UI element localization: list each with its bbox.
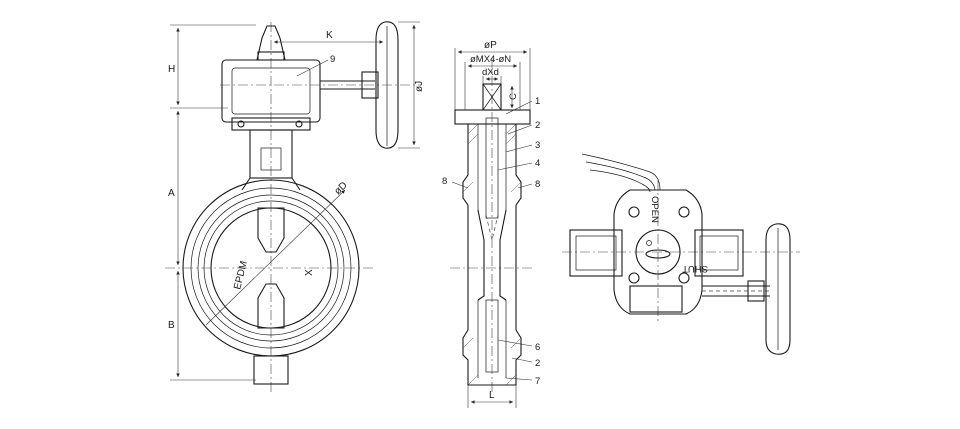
dim-d-label: øD xyxy=(332,180,349,197)
top-bolt-bl xyxy=(628,272,640,284)
disc-waist xyxy=(477,209,507,301)
wire-1 xyxy=(581,153,661,191)
callout-8-left: 8 xyxy=(442,176,447,187)
callout-8-right-leader xyxy=(517,183,533,189)
body-neck xyxy=(249,129,293,179)
callout-3-leader xyxy=(505,144,533,153)
upper-stem xyxy=(485,117,499,219)
callout-1: 1 xyxy=(535,96,540,107)
dim-k-label: K xyxy=(326,30,333,41)
top-bolt-tr xyxy=(678,206,690,218)
stem-top-stub xyxy=(482,83,502,111)
top-main-plate xyxy=(613,189,703,315)
diameter-d-line xyxy=(205,189,346,326)
body-bottom-stub xyxy=(253,355,289,385)
callout-8-right: 8 xyxy=(535,179,540,190)
top-handwheel-hub xyxy=(747,280,765,302)
callout-9: 9 xyxy=(330,54,335,65)
position-indicator xyxy=(256,25,286,61)
body-ring-4 xyxy=(203,200,339,336)
dim-mn-label: øMX4-øN xyxy=(470,54,511,65)
liner-material-label: EPDM xyxy=(232,260,250,291)
top-flange xyxy=(454,109,531,125)
callout-6: 6 xyxy=(535,342,540,353)
open-label: OPEN xyxy=(649,196,660,223)
wire-3 xyxy=(589,169,651,193)
callout-2b: 2 xyxy=(535,358,540,369)
section-view: øP øMX4-øN dXd C L 1 2 3 4 8 8 6 2 xyxy=(442,40,540,408)
callout-7-leader xyxy=(505,377,533,381)
dim-j-label: øJ xyxy=(414,81,425,92)
top-view: OPEN SHUT xyxy=(562,153,800,355)
callout-1-leader xyxy=(505,100,533,115)
top-indicator-pointer xyxy=(645,249,671,259)
callout-4: 4 xyxy=(535,158,540,169)
top-right-housing-inner xyxy=(699,235,739,271)
callout-7: 7 xyxy=(535,376,540,387)
callout-4-leader xyxy=(497,162,533,171)
dim-dxd-label: dXd xyxy=(482,67,499,78)
neck-window xyxy=(260,147,282,171)
bolt-right-icon xyxy=(295,120,303,128)
section-body-outline xyxy=(462,123,522,386)
top-indicator-ring xyxy=(635,229,681,275)
callout-8-left-leader xyxy=(451,181,469,189)
lower-stem xyxy=(485,299,499,373)
callout-3: 3 xyxy=(535,140,540,151)
body-ring-3 xyxy=(197,194,345,342)
dim-a-label: A xyxy=(168,188,175,199)
stem-key-top xyxy=(485,214,499,241)
callout-2-leader xyxy=(507,124,533,135)
top-left-housing-inner xyxy=(575,235,617,271)
callout-2b-leader xyxy=(511,357,533,363)
top-bolt-br xyxy=(678,272,690,284)
stem-flat-b xyxy=(482,83,502,111)
shut-label: SHUT xyxy=(682,263,708,274)
top-indicator-hole xyxy=(646,240,652,246)
body-ring-2 xyxy=(190,187,352,349)
dim-l-label: L xyxy=(489,390,495,401)
callout-2: 2 xyxy=(535,120,540,131)
wire-2 xyxy=(585,161,656,191)
bushing-hatch-top xyxy=(462,123,522,386)
dim-x-label: X xyxy=(304,269,315,276)
dim-h-label: H xyxy=(168,64,175,75)
top-bolt-tl xyxy=(628,206,640,218)
handwheel-hub xyxy=(361,71,379,99)
indicator-cap xyxy=(257,51,285,61)
top-handwheel-rim xyxy=(765,223,791,355)
dim-b-label: B xyxy=(168,320,175,331)
top-lower-tab xyxy=(629,285,683,313)
front-view: øD EPDM X H A B K øJ 9 xyxy=(165,21,425,395)
callout-6-leader xyxy=(497,339,533,347)
dim-p-label: øP xyxy=(484,40,497,51)
dim-c-label: C xyxy=(508,93,519,100)
callout-9-leader xyxy=(296,59,329,77)
gearbox-inner xyxy=(231,67,311,115)
lower-disc-hub xyxy=(257,283,285,329)
bolt-left-icon xyxy=(237,120,245,128)
top-right-housing xyxy=(694,229,744,277)
handwheel-rim xyxy=(375,21,399,149)
top-left-housing xyxy=(569,229,623,277)
upper-disc-hub xyxy=(257,207,285,253)
